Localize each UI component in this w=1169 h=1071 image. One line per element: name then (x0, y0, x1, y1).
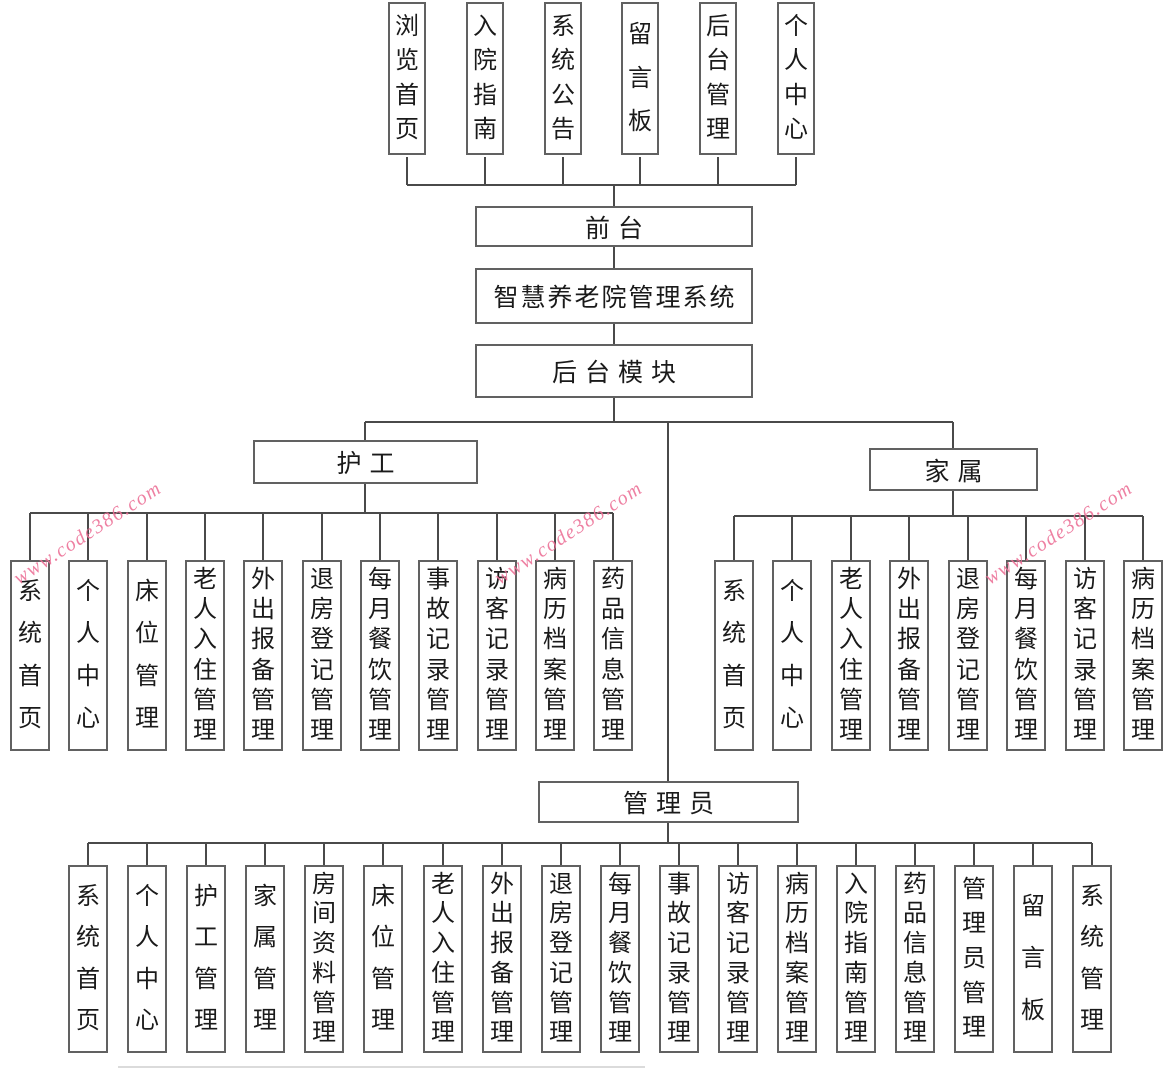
node-admin-child: 护工管理 (186, 865, 226, 1053)
node-admin-child: 老人入住管理 (423, 865, 463, 1053)
node-family-child: 外出报备管理 (889, 560, 929, 751)
node-admin-child: 房间资料管理 (304, 865, 344, 1053)
node-admission-guide: 入院指南 (466, 2, 504, 155)
node-caregiver-child: 老人入住管理 (185, 560, 225, 751)
node-backend-mgmt: 后台管理 (699, 2, 737, 155)
node-admin-child: 系统首页 (68, 865, 108, 1053)
node-caregiver-child: 退房登记管理 (302, 560, 342, 751)
node-caregiver-child: 床位管理 (127, 560, 167, 751)
node-message-board: 留言板 (621, 2, 659, 155)
node-family-child: 退房登记管理 (948, 560, 988, 751)
node-family-child: 系统首页 (714, 560, 754, 751)
node-admin: 管理员 (538, 781, 799, 823)
node-admin-child: 事故记录管理 (659, 865, 699, 1053)
node-caregiver-child: 病历档案管理 (535, 560, 575, 751)
node-admin-child: 药品信息管理 (895, 865, 935, 1053)
node-family-child: 个人中心 (772, 560, 812, 751)
node-family-child: 每月餐饮管理 (1006, 560, 1046, 751)
node-caregiver-child: 访客记录管理 (477, 560, 517, 751)
node-family-child: 老人入住管理 (831, 560, 871, 751)
node-admin-child: 退房登记管理 (541, 865, 581, 1053)
node-caregiver-child: 每月餐饮管理 (360, 560, 400, 751)
node-family-child: 访客记录管理 (1065, 560, 1105, 751)
node-family: 家属 (869, 448, 1038, 491)
node-backend-module: 后台模块 (475, 344, 753, 398)
node-admin-child: 每月餐饮管理 (600, 865, 640, 1053)
node-family-child: 病历档案管理 (1123, 560, 1163, 751)
node-system-announce: 系统公告 (544, 2, 582, 155)
node-caregiver-child: 事故记录管理 (418, 560, 458, 751)
node-caregiver-child: 系统首页 (10, 560, 50, 751)
node-caregiver-child: 外出报备管理 (243, 560, 283, 751)
node-caregiver-child: 药品信息管理 (593, 560, 633, 751)
node-admin-child: 访客记录管理 (718, 865, 758, 1053)
node-admin-child: 床位管理 (363, 865, 403, 1053)
node-caregiver-child: 个人中心 (68, 560, 108, 751)
node-caregiver: 护工 (253, 440, 478, 484)
node-personal-center: 个人中心 (777, 2, 815, 155)
node-admin-child: 个人中心 (127, 865, 167, 1053)
node-admin-child: 入院指南管理 (836, 865, 876, 1053)
node-admin-child: 外出报备管理 (482, 865, 522, 1053)
node-admin-child: 留言板 (1013, 865, 1053, 1053)
node-admin-child: 管理员管理 (954, 865, 994, 1053)
node-admin-child: 病历档案管理 (777, 865, 817, 1053)
node-admin-child: 系统管理 (1072, 865, 1112, 1053)
node-admin-child: 家属管理 (245, 865, 285, 1053)
node-front-desk: 前台 (475, 206, 753, 247)
node-browse-home: 浏览首页 (388, 2, 426, 155)
node-system-title: 智慧养老院管理系统 (475, 268, 753, 324)
